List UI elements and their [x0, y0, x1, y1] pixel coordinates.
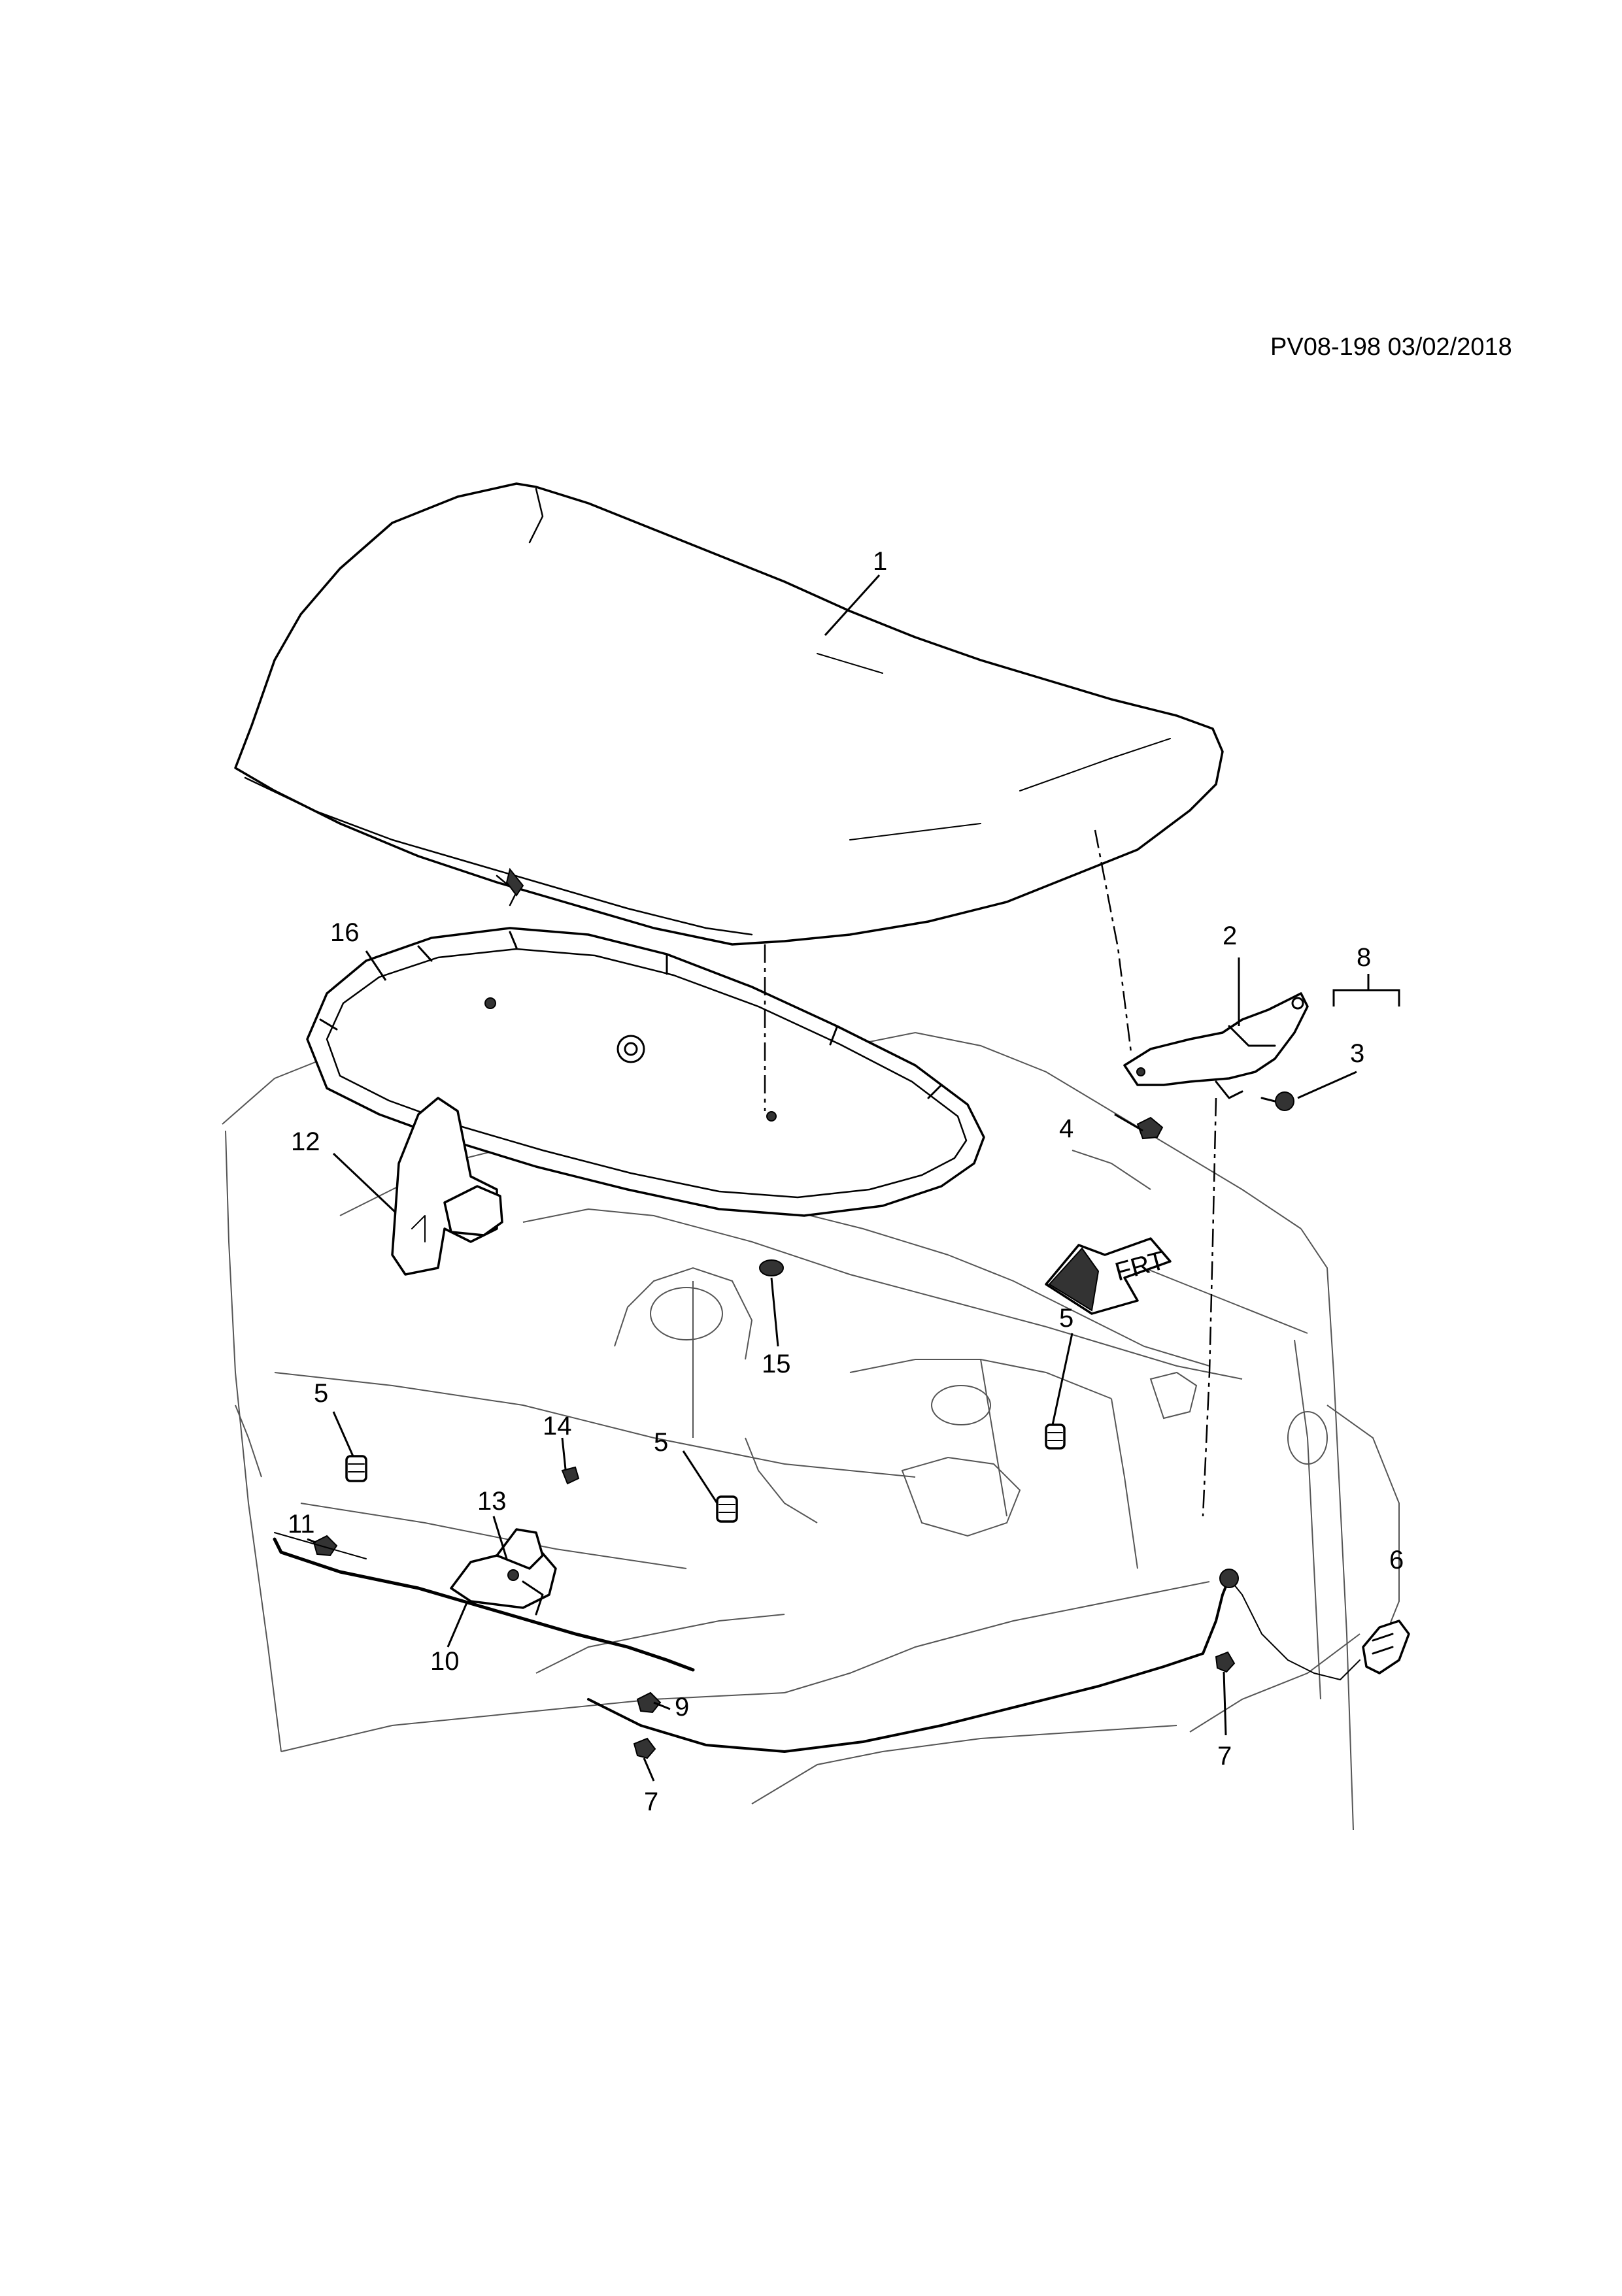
drawing-reference: PV08-198 03/02/2018	[1270, 333, 1512, 361]
hood-bumper-right	[1045, 1423, 1066, 1450]
hood-release-cable	[273, 1532, 695, 1672]
cable-clip-center	[636, 1691, 662, 1714]
callout-6: 6	[1389, 1546, 1404, 1574]
callout-9: 9	[675, 1693, 689, 1722]
callout-5-center: 5	[654, 1428, 668, 1457]
release-handle-cable	[587, 1569, 1360, 1753]
hood-bumper-left	[345, 1455, 367, 1482]
callout-7-left: 7	[644, 1788, 658, 1816]
callout-7-right: 7	[1217, 1742, 1232, 1771]
hinge-nut	[1136, 1116, 1164, 1140]
hood-release-handle	[1362, 1620, 1410, 1674]
hood-panel	[234, 482, 1224, 946]
callout-3: 3	[1350, 1039, 1364, 1068]
cable-clip-left	[313, 1535, 338, 1557]
callout-labels: 1 2 3 4 5 5 5 6 7 7 8 9 10 11 12 13 14 1…	[288, 547, 1404, 1816]
cable-clip-lower	[633, 1737, 656, 1759]
hinge-bolt	[1260, 1091, 1294, 1111]
cable-clip-right	[1215, 1651, 1236, 1673]
callout-10: 10	[430, 1647, 460, 1676]
callout-4: 4	[1059, 1114, 1073, 1143]
hood-bracket	[391, 1097, 503, 1276]
insulator-retainer	[759, 1259, 784, 1276]
callout-5-right: 5	[1059, 1304, 1073, 1333]
callout-8: 8	[1357, 943, 1371, 972]
hood-insulator	[306, 927, 985, 1217]
front-direction-arrow: FRT	[1045, 1237, 1172, 1315]
callout-14: 14	[543, 1412, 572, 1440]
alignment-lines	[764, 829, 1217, 1517]
callout-1: 1	[873, 547, 887, 576]
callout-5-left: 5	[314, 1379, 328, 1408]
callout-16: 16	[330, 918, 360, 947]
hood-latch	[450, 1528, 557, 1616]
callout-15: 15	[762, 1350, 791, 1378]
callout-11: 11	[288, 1510, 315, 1539]
latch-bolt	[561, 1466, 580, 1485]
callout-13: 13	[477, 1487, 507, 1516]
leader-lines	[307, 574, 1400, 1782]
hood-hinge	[1123, 992, 1309, 1099]
hood-bumper-center	[716, 1495, 738, 1523]
callout-12: 12	[291, 1127, 320, 1156]
callout-2: 2	[1223, 922, 1237, 950]
